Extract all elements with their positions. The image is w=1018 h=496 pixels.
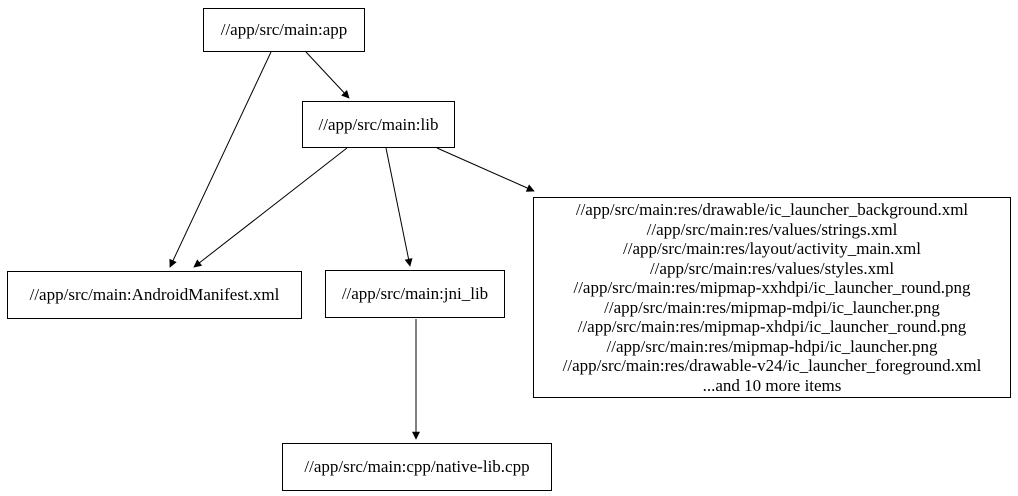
node-jni-lib-label: //app/src/main:jni_lib [341,284,489,304]
edge-app-to-manifest [169,51,272,268]
resource-item: //app/src/main:res/mipmap-mdpi/ic_launch… [604,297,940,317]
edge-lib-to-jni-lib [385,147,413,267]
node-resources-group: //app/src/main:res/drawable/ic_launcher_… [533,197,1011,398]
node-android-manifest: //app/src/main:AndroidManifest.xml [7,271,302,319]
resource-item: //app/src/main:res/mipmap-hdpi/ic_launch… [606,336,938,356]
node-lib-target: //app/src/main:lib [302,101,455,148]
node-android-manifest-label: //app/src/main:AndroidManifest.xml [29,285,280,305]
node-native-lib-cpp: //app/src/main:cpp/native-lib.cpp [282,443,552,491]
resource-item: //app/src/main:res/values/strings.xml [646,219,898,239]
edge-app-to-lib [305,51,350,99]
resource-more-items: ...and 10 more items [702,375,842,395]
node-app-target: //app/src/main:app [203,8,365,52]
resource-item: //app/src/main:res/drawable/ic_launcher_… [575,200,969,219]
node-lib-label: //app/src/main:lib [318,114,439,134]
node-jni-lib: //app/src/main:jni_lib [325,270,505,318]
node-native-lib-cpp-label: //app/src/main:cpp/native-lib.cpp [304,457,530,477]
resource-item: //app/src/main:res/layout/activity_main.… [623,239,921,258]
resource-item: //app/src/main:res/drawable-v24/ic_launc… [562,356,982,375]
node-app-label: //app/src/main:app [220,20,348,40]
edge-lib-to-manifest [193,147,348,268]
resource-item: //app/src/main:res/mipmap-xhdpi/ic_launc… [577,317,967,336]
resource-item: //app/src/main:res/mipmap-xxhdpi/ic_laun… [573,278,971,297]
edge-lib-to-resources [436,147,535,192]
resource-item: //app/src/main:res/values/styles.xml [649,258,895,278]
